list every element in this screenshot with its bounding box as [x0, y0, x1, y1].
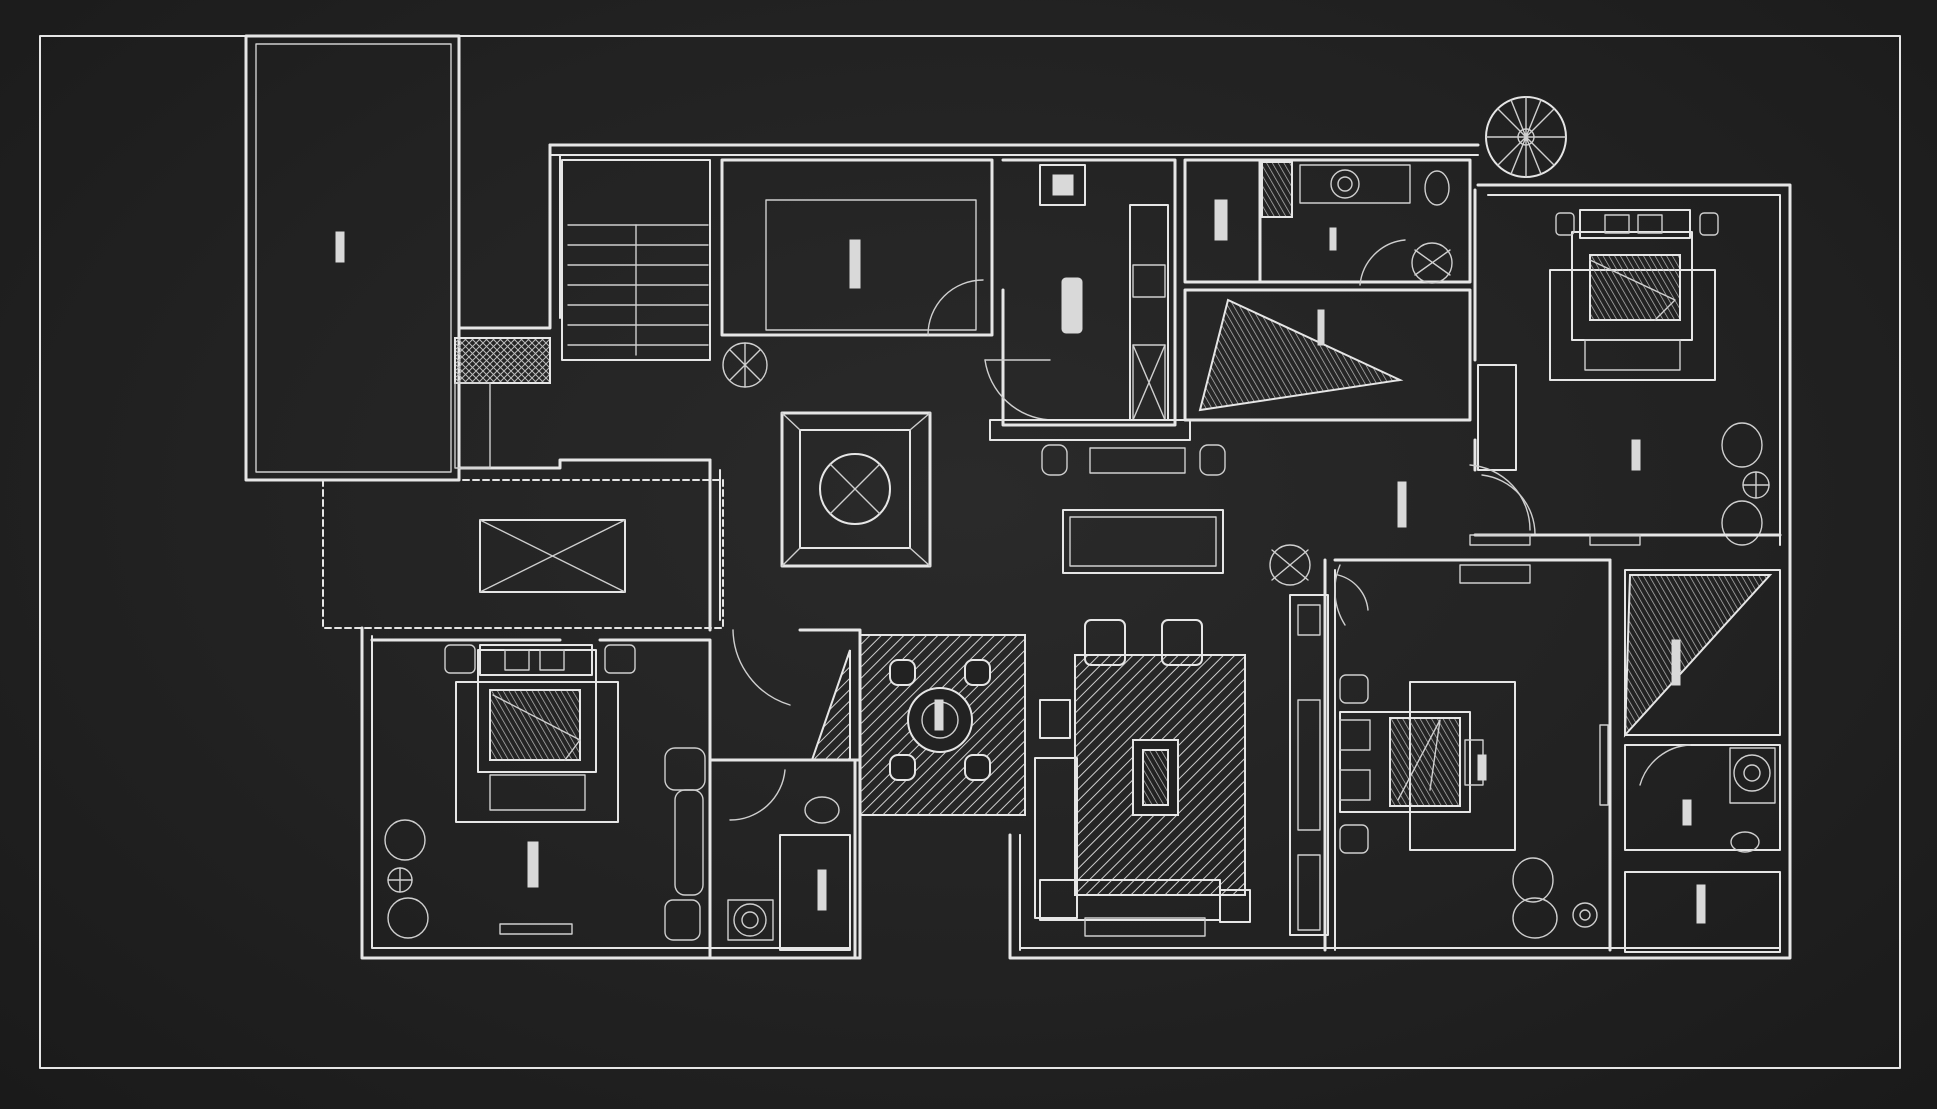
- bathroom-sw: [708, 758, 862, 960]
- drawing-frame: [39, 35, 1901, 1069]
- door-swings: [1337, 464, 1531, 611]
- toilet-icon: [1730, 831, 1760, 853]
- bathroom-north: [1258, 158, 1472, 286]
- toilet-icon: [804, 796, 840, 824]
- balcony: [244, 34, 461, 482]
- kitchen: [984, 158, 1191, 441]
- toilet-icon: [1424, 170, 1450, 206]
- bedroom-se: [1323, 558, 1612, 952]
- living: [1019, 544, 1329, 951]
- bathroom-se: [1623, 569, 1781, 953]
- bed-icon: [1339, 711, 1471, 813]
- tv-cabinet: [1289, 594, 1329, 936]
- bedroom-ne: [1469, 188, 1782, 546]
- plant-icon: [1269, 544, 1311, 586]
- study: [720, 158, 994, 388]
- bed-icon: [477, 649, 597, 773]
- dining: [798, 628, 1026, 816]
- sofa-icon: [1034, 757, 1078, 919]
- main-walls: [360, 143, 1792, 960]
- stair: [454, 159, 711, 469]
- foyer: [780, 411, 1407, 574]
- bench: [1062, 509, 1224, 574]
- spiral-stair-icon: [1485, 96, 1567, 178]
- plant-icon: [1411, 242, 1453, 284]
- terrace-west: [322, 479, 724, 629]
- laundry: [1183, 158, 1472, 422]
